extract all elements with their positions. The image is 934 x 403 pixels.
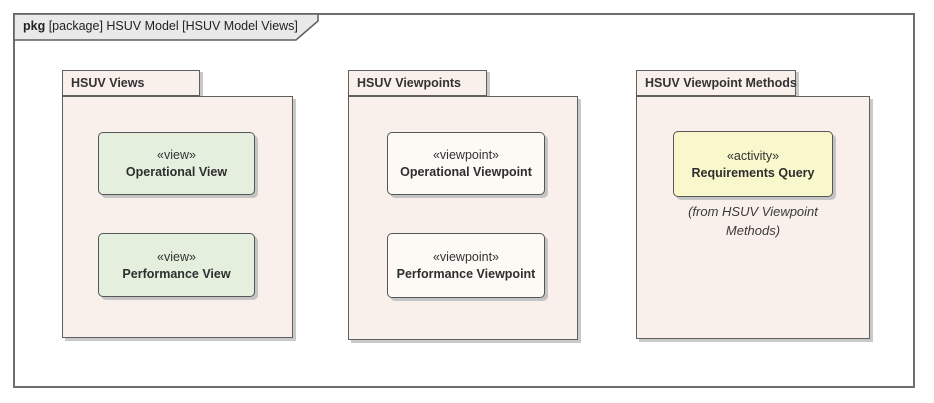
element-requirements-query[interactable]: «activity» Requirements Query: [673, 131, 833, 197]
frame-title: [package] HSUV Model [HSUV Model Views]: [45, 19, 298, 33]
package-name: HSUV Viewpoints: [357, 76, 461, 90]
element-name: Performance View: [122, 266, 231, 281]
element-name: Operational View: [125, 165, 228, 179]
element-performance-viewpoint[interactable]: «viewpoint» Performance Viewpoint: [387, 233, 545, 298]
frame-label: pkg [package] HSUV Model [HSUV Model Vie…: [23, 13, 298, 39]
frame-label-shape: [13, 13, 319, 41]
package-tab-hsuv-views[interactable]: HSUV Views: [62, 70, 200, 96]
stereotype-label: «view»: [157, 249, 196, 264]
element-operational-viewpoint[interactable]: «viewpoint» Operational Viewpoint: [387, 132, 545, 195]
stereotype-label: «viewpoint»: [432, 250, 499, 264]
package-name: HSUV Viewpoint Methods: [645, 76, 797, 90]
from-package-note: (from HSUV Viewpoint Methods): [636, 202, 870, 240]
from-note-line: Methods): [725, 223, 781, 238]
element-name: Operational Viewpoint: [400, 165, 532, 179]
from-note-line: (from HSUV Viewpoint: [688, 204, 818, 219]
package-tab-hsuv-viewpoints[interactable]: HSUV Viewpoints: [348, 70, 487, 96]
stereotype-label: «viewpoint»: [432, 148, 499, 162]
element-performance-view[interactable]: «view» Performance View: [98, 233, 255, 297]
element-operational-view[interactable]: «view» Operational View: [98, 132, 255, 195]
element-name: Performance Viewpoint: [396, 267, 536, 281]
package-tab-hsuv-viewpoint-methods[interactable]: HSUV Viewpoint Methods: [636, 70, 797, 96]
stereotype-label: «view»: [157, 148, 196, 162]
package-name: HSUV Views: [71, 76, 145, 90]
frame-keyword: pkg: [23, 19, 46, 33]
stereotype-label: «activity»: [726, 148, 780, 163]
element-name: Requirements Query: [691, 165, 815, 180]
